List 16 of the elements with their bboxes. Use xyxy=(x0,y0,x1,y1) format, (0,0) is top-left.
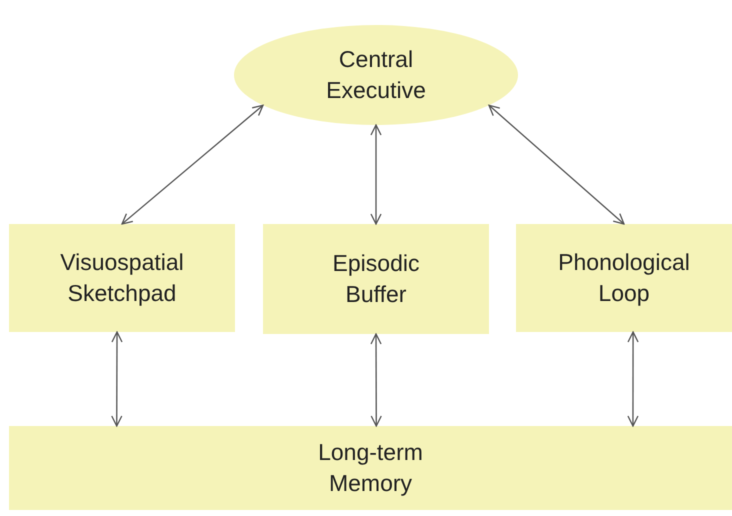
component-box xyxy=(516,224,732,332)
component-box xyxy=(9,224,235,332)
node-label: Phonological Loop xyxy=(557,248,691,308)
node-label: Visuospatial Sketchpad xyxy=(59,248,185,308)
ellipse-node xyxy=(234,25,518,125)
double-arrow xyxy=(111,331,123,427)
component-box xyxy=(263,224,489,334)
node-label: Episodic Buffer xyxy=(332,249,420,309)
node-label: Central Executive xyxy=(325,45,427,105)
component-box xyxy=(9,426,732,510)
double-arrow xyxy=(121,104,264,225)
double-arrow xyxy=(627,331,639,427)
double-arrow xyxy=(488,104,625,225)
node-label: Long-term Memory xyxy=(317,438,424,498)
double-arrow xyxy=(370,124,382,225)
double-arrow xyxy=(370,333,382,427)
